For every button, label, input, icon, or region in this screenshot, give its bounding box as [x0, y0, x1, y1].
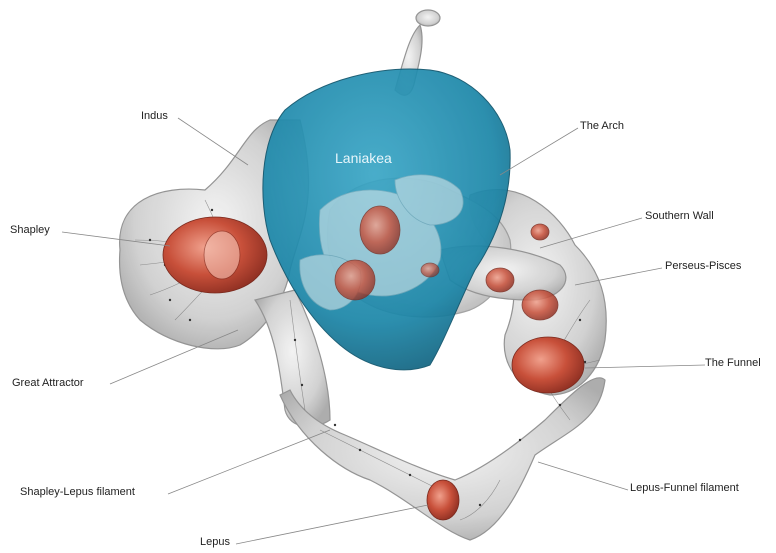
shapley-label: Shapley — [10, 224, 50, 236]
perseus-cluster-b — [522, 290, 558, 320]
the-funnel-label: The Funnel — [705, 357, 761, 369]
lepus-cluster — [427, 480, 459, 520]
laniakea-label: Laniakea — [335, 150, 392, 166]
laniakea-cluster-b — [335, 260, 375, 300]
laniakea-cluster-a — [360, 206, 400, 254]
shapley-lepus-filament-label: Shapley-Lepus filament — [20, 486, 135, 498]
the-arch-label: The Arch — [580, 120, 624, 132]
funnel-cluster — [512, 337, 584, 393]
great-attractor-label: Great Attractor — [12, 377, 84, 389]
lepus-funnel-filament-label: Lepus-Funnel filament — [630, 482, 739, 494]
southern-wall-label: Southern Wall — [645, 210, 714, 222]
perseus-pisces-label: Perseus-Pisces — [665, 260, 741, 272]
perseus-cluster-a — [486, 268, 514, 292]
southern-wall-cluster — [531, 224, 549, 240]
indus-label: Indus — [141, 110, 168, 122]
lepus-label: Lepus — [200, 536, 230, 548]
